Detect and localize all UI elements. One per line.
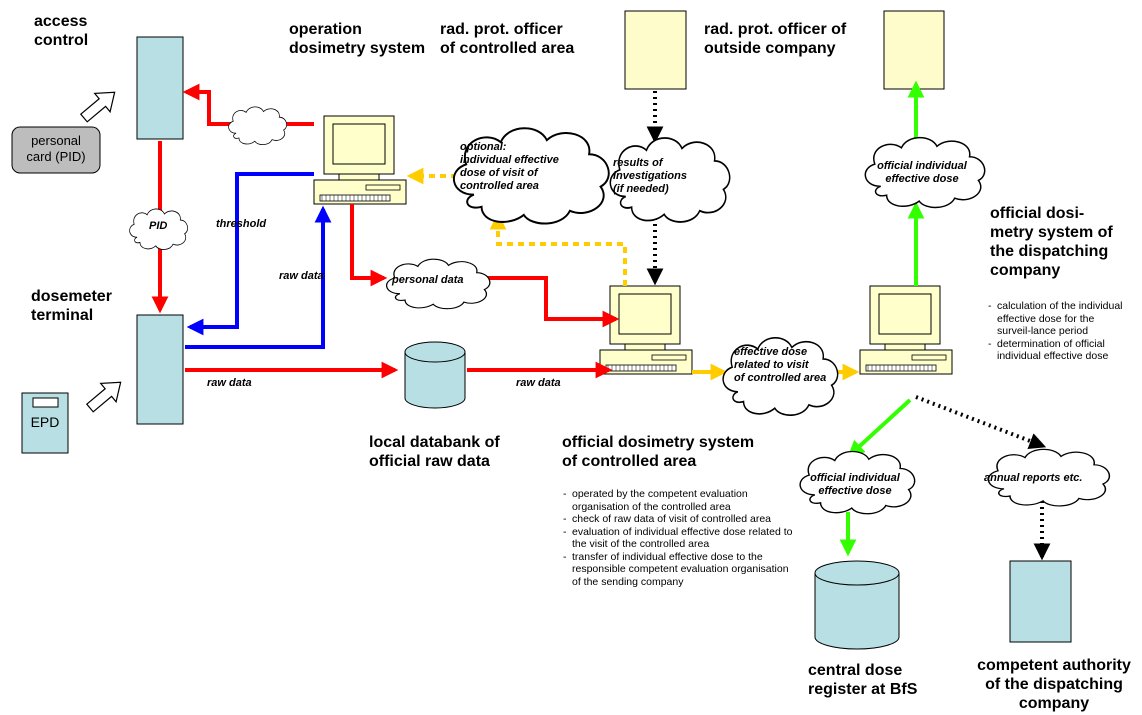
title-dosemeter-terminal: dosemeter terminal xyxy=(31,287,112,325)
personal-card-box xyxy=(11,126,101,174)
epd-display xyxy=(32,397,59,408)
note-item: operated by the competent evaluation org… xyxy=(563,488,793,513)
label-line: optional: xyxy=(460,141,507,153)
title-line: control xyxy=(34,32,89,49)
effective-visit-label: effective dose related to visit of contr… xyxy=(734,346,826,385)
label-line: official individual xyxy=(877,160,967,172)
optional-label: optional: individual effective dose of v… xyxy=(460,141,559,193)
note-item: evaluation of individual effective dose … xyxy=(563,526,793,551)
dispatching-notes: calculation of the individual effective … xyxy=(988,300,1128,363)
label-line: of controlled area xyxy=(734,372,827,384)
card-to-access-arrow-icon xyxy=(75,82,123,128)
title-operation-dosimetry: operation dosimetry system xyxy=(289,20,425,58)
label-line: individual effective xyxy=(460,154,559,166)
title-line: official dosimetry system xyxy=(562,434,755,451)
threshold-arrow xyxy=(186,172,314,336)
title-line: metry system of xyxy=(990,224,1113,241)
threshold-label: threshold xyxy=(216,218,267,230)
label-line: related to visit xyxy=(734,359,809,371)
title-line: dosemeter xyxy=(31,288,112,305)
rpo-outside-box xyxy=(883,10,945,90)
label-line: effective dose xyxy=(818,485,892,497)
competent-authority-box xyxy=(1009,560,1072,643)
note-item: determination of official individual eff… xyxy=(988,338,1128,363)
label-line: controlled area xyxy=(460,180,539,192)
raw-data-up-arrow xyxy=(185,205,332,349)
box-line: card (PID) xyxy=(26,149,86,164)
title-line: register at BfS xyxy=(808,681,918,698)
title-line: official dosi- xyxy=(990,205,1085,222)
title-rpo-controlled: rad. prot. officer of controlled area xyxy=(440,20,574,58)
dosemeter-terminal-box xyxy=(136,314,184,425)
operation-dosimetry-computer-icon xyxy=(313,115,407,205)
title-competent-authority: competent authority of the dispatching c… xyxy=(944,656,1142,713)
controlled-notes: operated by the competent evaluation org… xyxy=(563,488,793,588)
label-line: investigations xyxy=(613,170,687,182)
epd-label: EPD xyxy=(30,414,60,430)
title-line: local databank of xyxy=(369,434,500,451)
label-line: results of xyxy=(613,157,663,169)
note-item: check of raw data of visit of controlled… xyxy=(563,513,793,526)
dispatching-to-official-dose-bottom-arrow xyxy=(847,398,912,458)
local-databank-cylinder xyxy=(404,341,466,409)
title-line: company xyxy=(1018,695,1090,712)
label-line: effective dose xyxy=(734,346,808,358)
official-to-optional-arrow xyxy=(489,212,627,286)
personal-data-label: personal data xyxy=(392,274,464,286)
box-line: personal xyxy=(31,133,81,148)
title-line: rad. prot. officer xyxy=(440,21,563,38)
epd-to-terminal-arrow-icon xyxy=(81,372,129,418)
title-line: of controlled area xyxy=(440,40,575,57)
pid-label: PID xyxy=(149,220,168,232)
title-line: the dispatching xyxy=(990,243,1109,260)
annual-reports-label: annual reports etc. xyxy=(984,472,1083,484)
title-line: dosimetry system xyxy=(289,40,426,57)
title-official-controlled: official dosimetry system of controlled … xyxy=(562,433,754,471)
personal-data-to-official-arrow xyxy=(480,276,620,328)
raw-data-up-label: raw data xyxy=(279,270,324,282)
title-dosimetry-dispatching: official dosi- metry system of the dispa… xyxy=(990,204,1113,280)
central-register-cylinder xyxy=(814,560,900,650)
title-line: terminal xyxy=(31,307,94,324)
dispatching-computer-icon xyxy=(859,285,953,375)
label-line: official individual xyxy=(810,472,900,484)
label-line: (if needed) xyxy=(613,183,669,195)
official-controlled-computer-icon xyxy=(599,285,693,375)
label-line: effective dose xyxy=(885,173,959,185)
computer-to-personal-data-arrow xyxy=(350,204,388,287)
title-line: central dose xyxy=(808,662,903,679)
title-line: operation xyxy=(289,21,362,38)
title-line: competent authority xyxy=(977,657,1131,674)
title-local-databank: local databank of official raw data xyxy=(369,433,500,471)
title-line: official raw data xyxy=(369,453,490,470)
dispatching-to-annual-arrow xyxy=(915,395,1047,449)
results-label: results of investigations (if needed) xyxy=(613,157,687,196)
official-dose-top-label: official individual effective dose xyxy=(862,160,982,186)
title-line: of controlled area xyxy=(562,453,697,470)
title-line: of the dispatching xyxy=(985,676,1123,693)
official-dose-bottom-label: official individual effective dose xyxy=(795,472,915,498)
raw-data-mid-label: raw data xyxy=(516,377,561,389)
note-item: transfer of individual effective dose to… xyxy=(563,551,793,589)
raw-data-left-label: raw data xyxy=(207,377,252,389)
cloud-icon xyxy=(228,106,288,146)
label-line: dose of visit of xyxy=(460,167,538,179)
title-rpo-outside: rad. prot. officer of outside company xyxy=(704,20,846,58)
note-item: calculation of the individual effective … xyxy=(988,300,1128,338)
access-control-box xyxy=(136,36,184,140)
title-line: company xyxy=(990,262,1061,279)
title-line: access xyxy=(34,13,88,30)
personal-card-label: personal card (PID) xyxy=(12,133,100,165)
title-line: rad. prot. officer of xyxy=(704,21,847,38)
title-central-register: central dose register at BfS xyxy=(808,661,917,699)
title-access-control: access control xyxy=(34,12,88,50)
title-line: outside company xyxy=(704,40,836,57)
rpo-controlled-box xyxy=(624,10,687,90)
